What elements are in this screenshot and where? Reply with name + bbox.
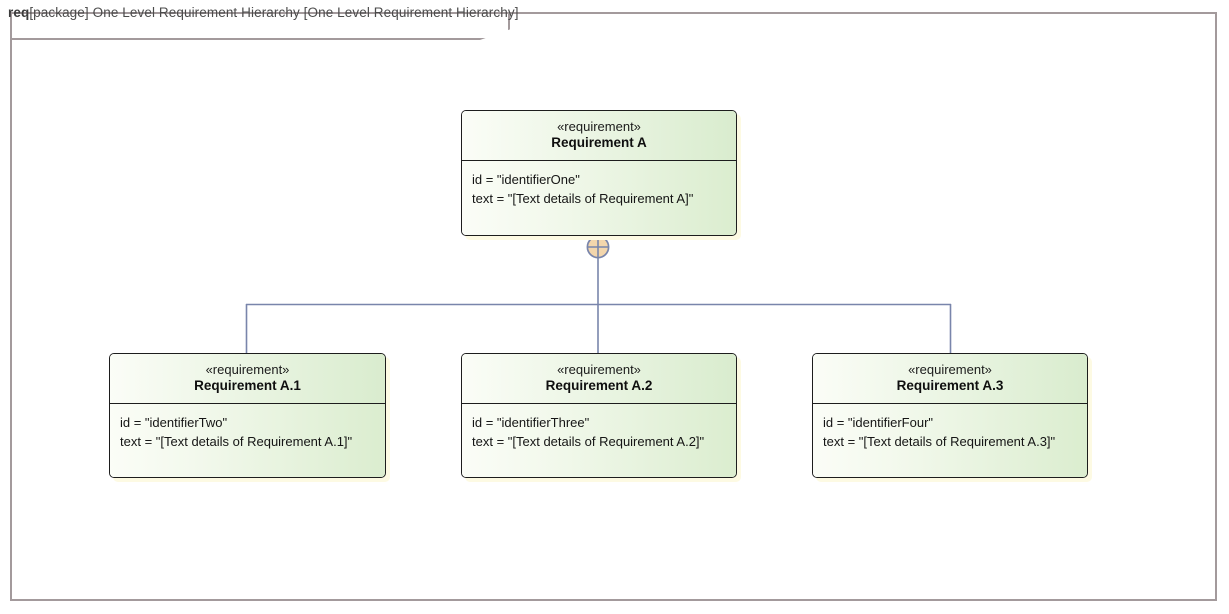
stereotype-label: «requirement» [205,361,290,377]
requirement-node-a2-header: «requirement» Requirement A.2 [462,354,736,404]
property-text: text = "[Text details of Requirement A.1… [120,434,353,449]
requirement-node-a3[interactable]: «requirement» Requirement A.3 id = "iden… [812,353,1088,478]
property-text: text = "[Text details of Requirement A.2… [472,434,705,449]
property-id: id = "identifierOne" [472,172,580,187]
stereotype-label: «requirement» [557,361,641,377]
requirement-node-a[interactable]: «requirement» Requirement A id = "identi… [461,110,737,236]
diagram-frame-label: [package] One Level Requirement Hierarch… [29,5,519,20]
property-id: id = "identifierThree" [472,415,590,430]
requirement-name: Requirement A.1 [194,378,301,394]
stereotype-label: «requirement» [557,118,641,134]
requirement-node-a1[interactable]: «requirement» Requirement A.1 id = "iden… [109,353,386,478]
requirement-node-a3-header: «requirement» Requirement A.3 [813,354,1087,404]
property-id: id = "identifierTwo" [120,415,228,430]
diagram-frame [10,12,1217,601]
requirement-node-a-header: «requirement» Requirement A [462,111,736,161]
containment-crosshair-icon [586,235,610,259]
requirement-node-a1-body: id = "identifierTwo" text = "[Text detai… [110,404,385,477]
property-text: text = "[Text details of Requirement A.3… [823,434,1056,449]
requirement-node-a2-body: id = "identifierThree" text = "[Text det… [462,404,736,477]
requirement-node-a2[interactable]: «requirement» Requirement A.2 id = "iden… [461,353,737,478]
stereotype-label: «requirement» [908,361,992,377]
diagram-kind-keyword: req [8,5,30,20]
requirement-node-a3-body: id = "identifierFour" text = "[Text deta… [813,404,1087,477]
requirement-name: Requirement A.3 [896,378,1004,394]
requirement-node-a1-header: «requirement» Requirement A.1 [110,354,385,404]
requirement-name: Requirement A.2 [545,378,653,394]
requirement-name: Requirement A [551,135,647,151]
property-id: id = "identifierFour" [823,415,934,430]
property-text: text = "[Text details of Requirement A]" [472,191,694,206]
requirement-node-a-body: id = "identifierOne" text = "[Text detai… [462,161,736,235]
diagram-header-label: req[package] One Level Requirement Hiera… [8,5,519,20]
